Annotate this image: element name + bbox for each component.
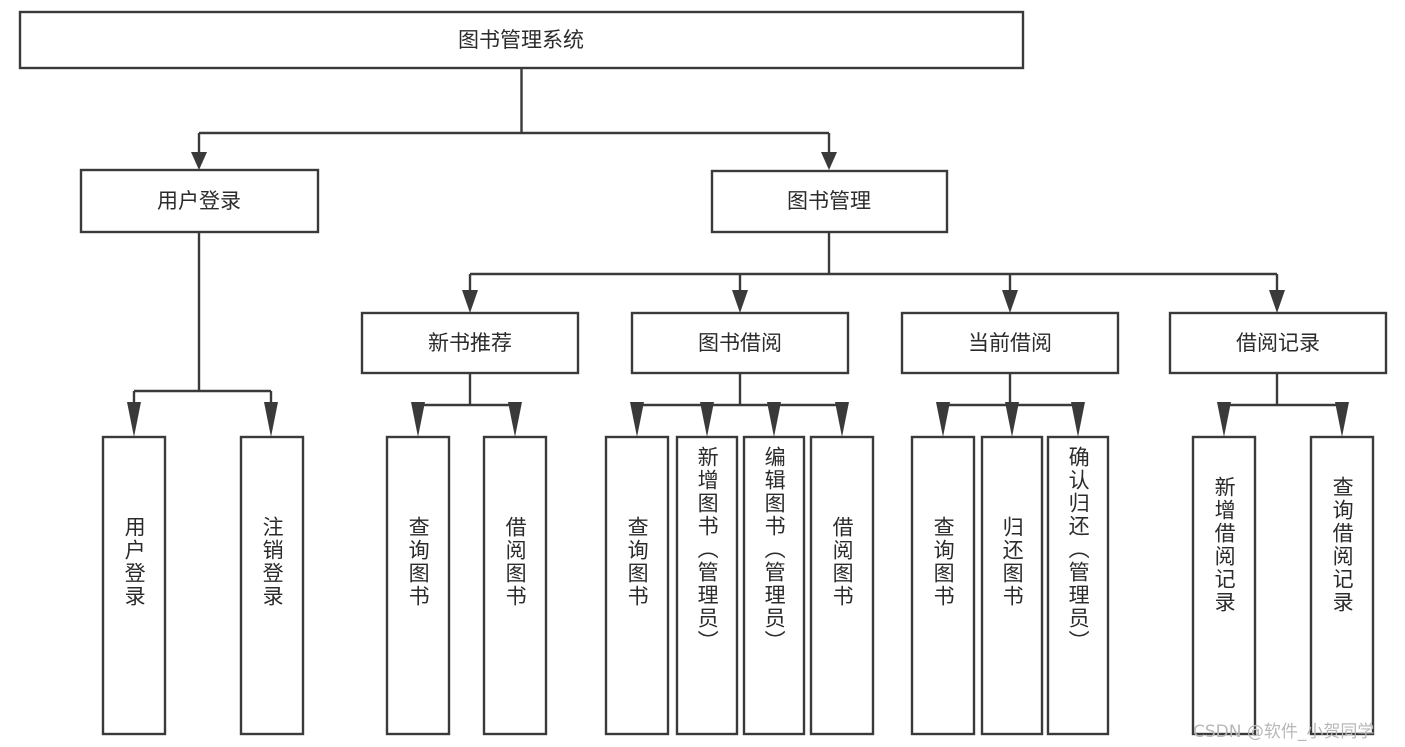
- node-leaf-br-query-box[interactable]: [1309, 435, 1375, 736]
- node-leaf-bb-borrow-box[interactable]: [809, 435, 875, 736]
- leaf-label-cb-confirm-return: 确认归还（管理员）: [1066, 446, 1091, 653]
- arrow-leaf-new-book-1: [411, 402, 425, 437]
- leaf-label-bb-borrow-book: 借阅图书: [830, 516, 855, 608]
- node-borrow-record-label: 借阅记录: [1236, 331, 1320, 355]
- node-leaf-cb-query-box[interactable]: [910, 435, 976, 736]
- node-user-login-box[interactable]: [79, 168, 320, 234]
- node-root-label: 图书管理系统: [458, 28, 584, 52]
- arrow-leaf-user-login-2: [264, 402, 278, 437]
- node-leaf-cb-return-box[interactable]: [980, 435, 1044, 736]
- leaf-label-nb-query-book: 查询图书: [406, 516, 431, 608]
- leaf-label-nb-borrow-book: 借阅图书: [503, 516, 528, 608]
- node-book-manage-label: 图书管理: [787, 189, 871, 213]
- node-leaf-logout-box[interactable]: [239, 435, 305, 736]
- arrow-leaf-book-borrow-3: [767, 402, 781, 437]
- leaf-label-bb-edit-book: 编辑图书（管理员）: [762, 446, 787, 653]
- arrow-leaf-new-book-2: [508, 402, 522, 437]
- node-leaf-bb-edit-box[interactable]: [742, 435, 806, 736]
- node-borrow-record-box[interactable]: [1168, 311, 1388, 375]
- node-leaf-br-add-box[interactable]: [1191, 435, 1257, 736]
- leaf-label-br-query-record: 查询借阅记录: [1330, 476, 1355, 614]
- leaf-label-logout: 注销登录: [260, 516, 285, 608]
- node-leaf-cb-confirm-box[interactable]: [1046, 435, 1110, 736]
- arrow-leaf-current-borrow-1: [936, 402, 950, 437]
- node-leaf-bb-add-box[interactable]: [675, 435, 739, 736]
- arrow-to-current-borrow: [1002, 290, 1018, 313]
- watermark-text: CSDN @软件_小贺同学: [1193, 722, 1375, 742]
- node-root-box[interactable]: [18, 10, 1025, 70]
- node-book-borrow-box[interactable]: [630, 311, 850, 375]
- arrow-leaf-borrow-record-1: [1217, 402, 1231, 437]
- leaf-label-br-add-record: 新增借阅记录: [1212, 476, 1237, 614]
- arrow-to-new-book: [462, 290, 478, 313]
- leaf-label-bb-add-book: 新增图书（管理员）: [695, 446, 720, 653]
- node-current-borrow-box[interactable]: [900, 311, 1120, 375]
- leaf-label-user-login: 用户登录: [122, 516, 147, 608]
- arrow-to-user-login: [191, 152, 207, 170]
- arrow-to-book-manage: [821, 152, 837, 170]
- arrow-leaf-book-borrow-4: [835, 402, 849, 437]
- node-current-borrow-label: 当前借阅: [968, 331, 1052, 355]
- arrow-leaf-book-borrow-2: [700, 402, 714, 437]
- arrow-leaf-current-borrow-3: [1071, 402, 1085, 437]
- leaf-label-bb-query-book: 查询图书: [625, 516, 650, 608]
- arrow-to-borrow-record: [1269, 290, 1285, 313]
- connector-layer: [127, 68, 1349, 437]
- arrow-leaf-book-borrow-1: [630, 402, 644, 437]
- node-leaf-nb-borrow-box[interactable]: [482, 435, 548, 736]
- node-layer: 图书管理系统 用户登录 图书管理 新书推荐 图书借阅 当前借阅 借阅记录: [18, 10, 1388, 736]
- node-book-manage-box[interactable]: [710, 169, 949, 234]
- leaf-label-cb-return-book: 归还图书: [1000, 516, 1025, 608]
- node-leaf-bb-query-box[interactable]: [604, 435, 670, 736]
- arrow-leaf-current-borrow-2: [1005, 402, 1019, 437]
- node-user-login-label: 用户登录: [157, 189, 241, 213]
- node-leaf-user-login-box[interactable]: [101, 435, 167, 736]
- leaf-label-cb-query-book: 查询图书: [931, 516, 956, 608]
- node-new-book-label: 新书推荐: [428, 331, 512, 355]
- node-leaf-nb-query-box[interactable]: [385, 435, 451, 736]
- node-book-borrow-label: 图书借阅: [698, 331, 782, 355]
- arrow-leaf-user-login-1: [127, 402, 141, 437]
- arrow-leaf-borrow-record-2: [1335, 402, 1349, 437]
- arrow-to-book-borrow: [732, 290, 748, 313]
- node-new-book-box[interactable]: [360, 311, 580, 375]
